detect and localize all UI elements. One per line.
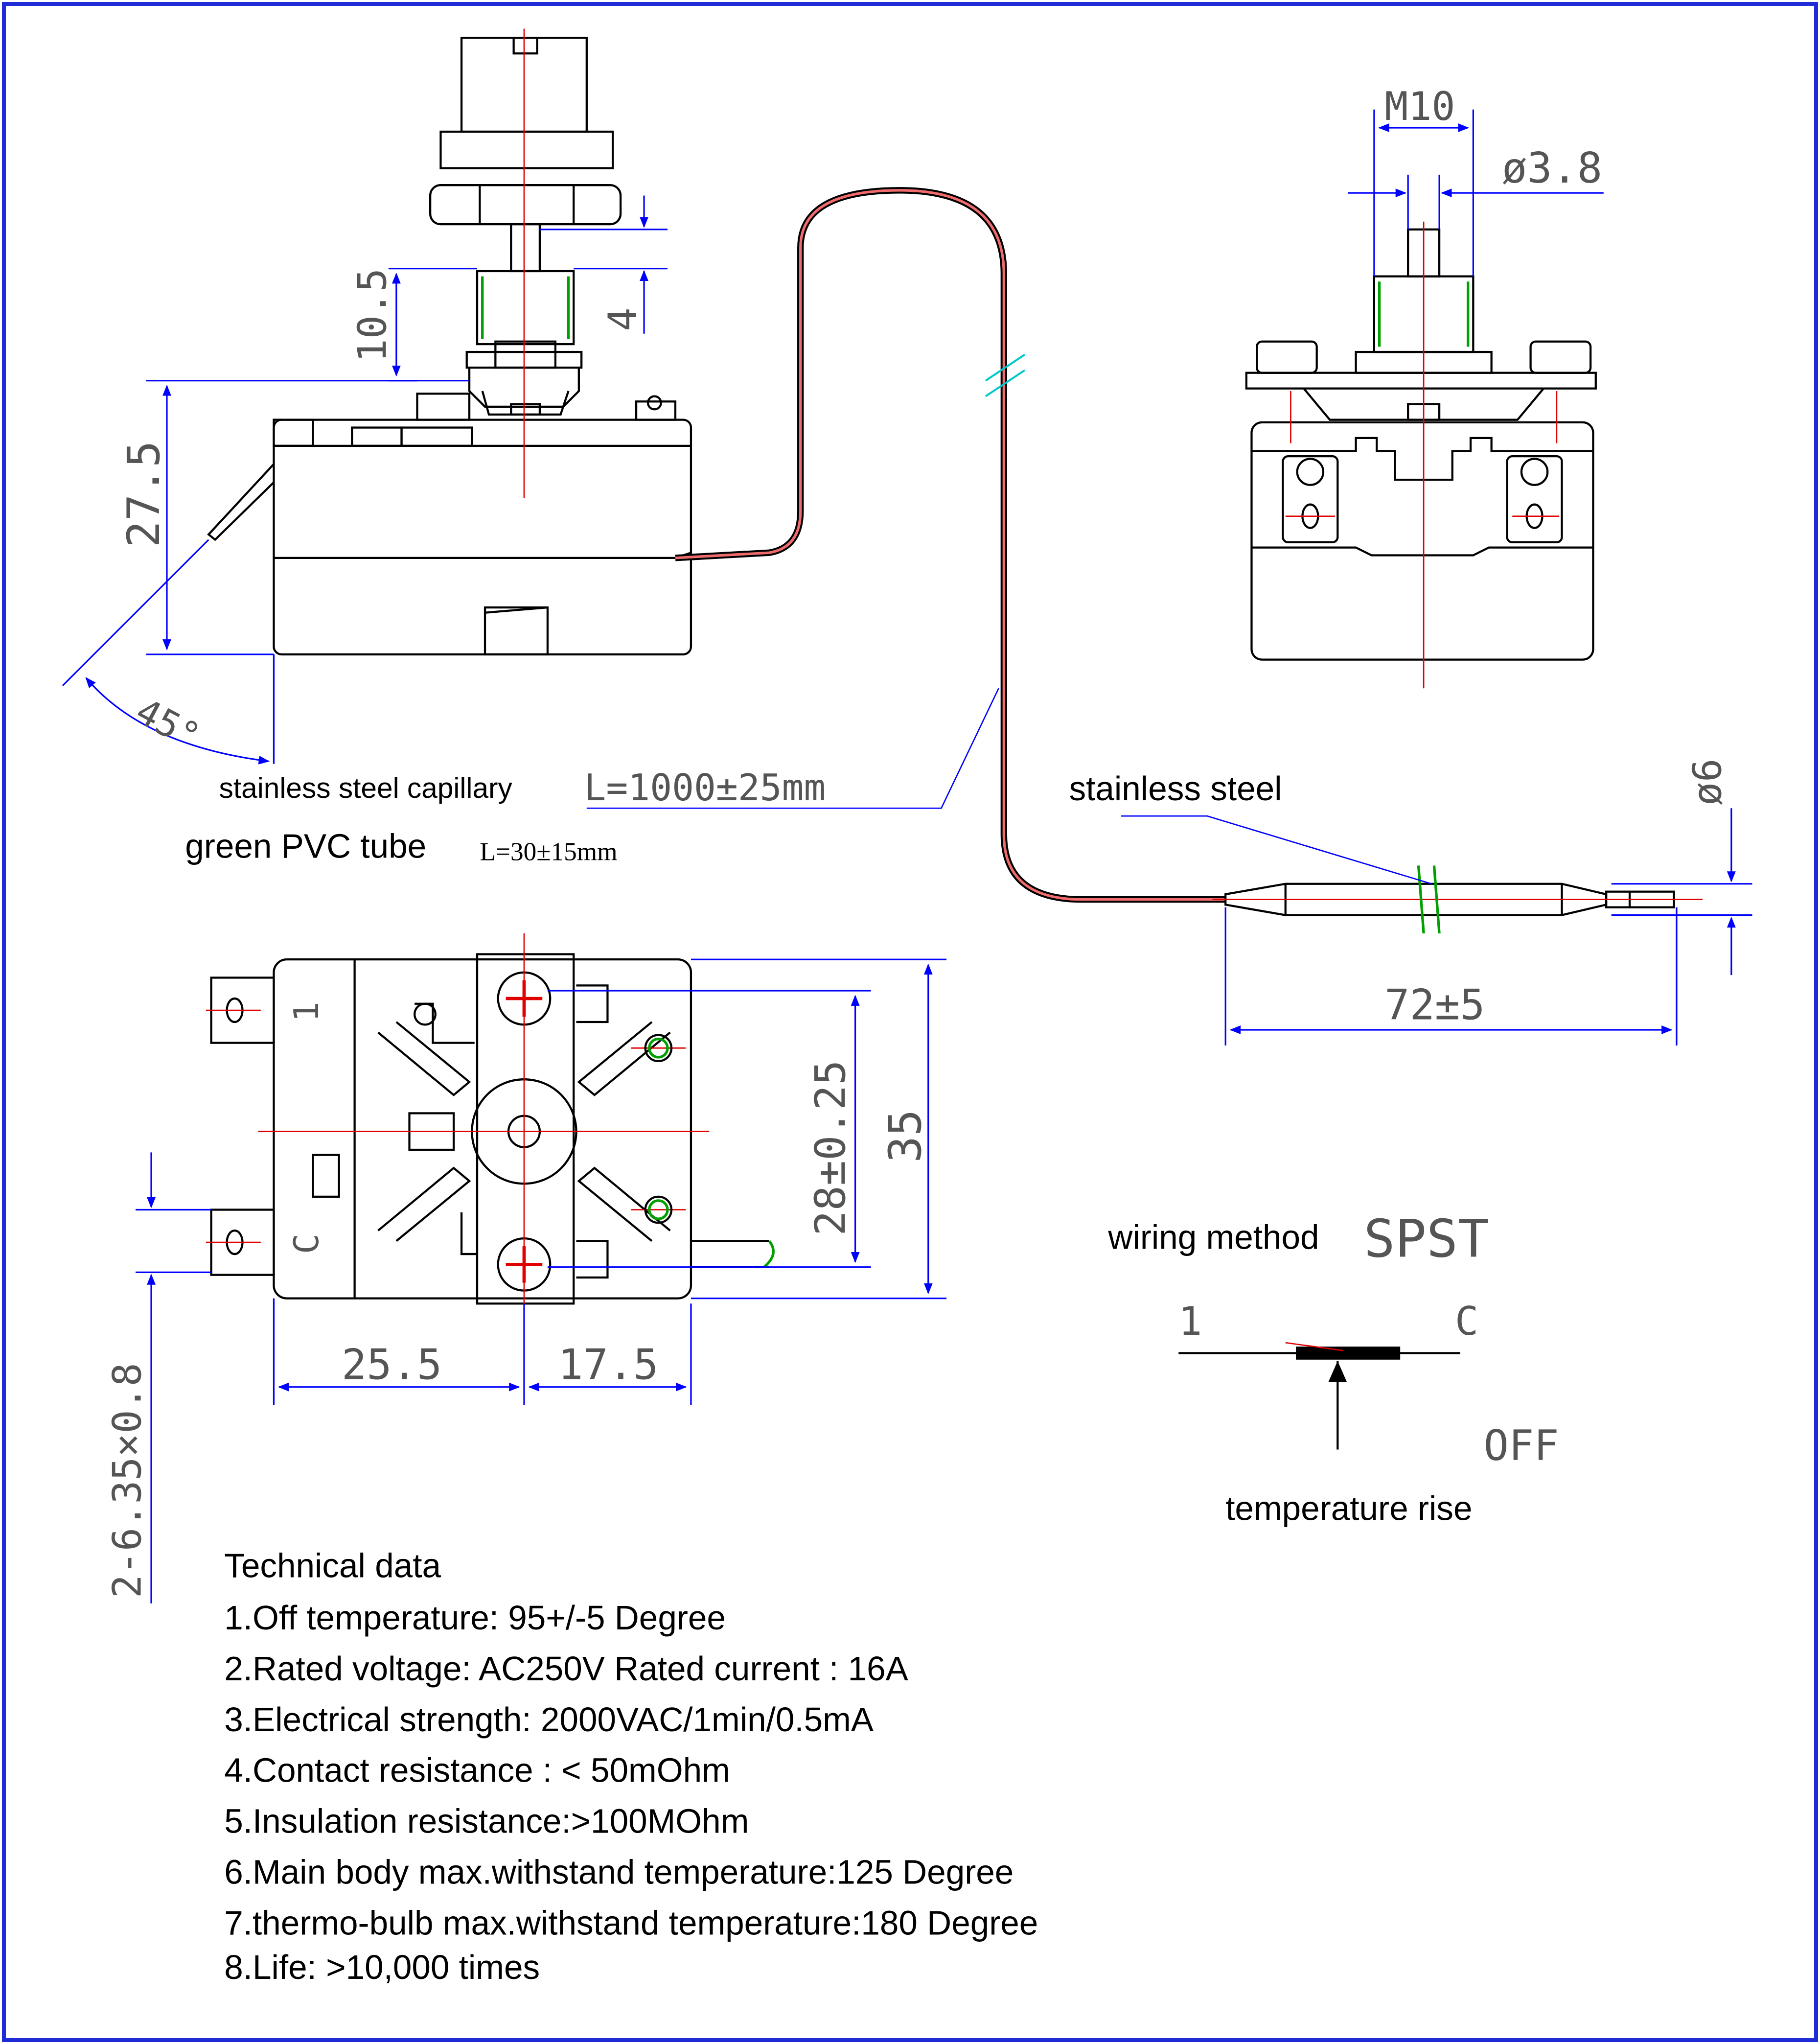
thread-size: M10 (1384, 84, 1455, 129)
capillary-label: stainless steel capillary (219, 772, 513, 804)
technical-item: 3.Electrical strength: 2000VAC/1min/0.5m… (224, 1700, 874, 1739)
pvc-tube-length: L=30±15mm (480, 837, 617, 866)
spst-symbol (1178, 1342, 1460, 1450)
terminal-size: 2-6.35×0.8 (105, 1363, 150, 1598)
end-view-body (1250, 421, 1594, 661)
side-view (207, 37, 692, 656)
technical-item: 2.Rated voltage: AC250V Rated current : … (224, 1649, 908, 1688)
wiring-pin-1: 1 (1178, 1299, 1202, 1344)
wiring-label: wiring method (1107, 1218, 1319, 1256)
wiring-type: SPST (1364, 1208, 1490, 1269)
dim-10-5: 10.5 (350, 268, 395, 362)
terminal-1-label: 1 (287, 1001, 326, 1022)
end-view (1245, 228, 1597, 661)
shaft-diameter: ø3.8 (1502, 144, 1602, 193)
technical-item: 8.Life: >10,000 times (224, 1948, 540, 1986)
bulb-diameter: ø6 (1685, 759, 1730, 806)
dim-28: 28±0.25 (806, 1060, 855, 1236)
wiring-state: OFF (1484, 1422, 1559, 1470)
top-view-body (273, 958, 692, 1300)
technical-item: 6.Main body max.withstand temperature:12… (224, 1853, 1014, 1891)
cut-mark (985, 353, 1026, 397)
knob-notch (512, 37, 538, 55)
technical-heading: Technical data (224, 1547, 441, 1585)
dim-35: 35 (880, 1110, 931, 1163)
wiring-pin-c: C (1455, 1299, 1478, 1344)
terminal-c-label: C (287, 1233, 326, 1254)
bulb-length: 72±5 (1384, 981, 1485, 1030)
shaft (510, 223, 541, 273)
technical-item: 4.Contact resistance : < 50mOhm (224, 1751, 730, 1789)
temperature-rise-label: temperature rise (1225, 1489, 1472, 1527)
dim-17-5: 17.5 (558, 1341, 658, 1390)
dim-25-5: 25.5 (342, 1341, 442, 1390)
technical-item: 7.thermo-bulb max.withstand temperature:… (224, 1904, 1038, 1942)
capillary-length: L=1000±25mm (584, 766, 826, 809)
angle-45: 45° (129, 690, 207, 758)
hex-nut (429, 184, 622, 226)
capillary-tube (675, 187, 1226, 903)
rivets (644, 1034, 673, 1224)
dim-27-5: 27.5 (118, 441, 170, 548)
pvc-tube-label: green PVC tube (185, 827, 426, 865)
knob-base (439, 130, 614, 169)
technical-item: 1.Off temperature: 95+/-5 Degree (224, 1599, 726, 1637)
bulb-material-label: stainless steel (1069, 769, 1282, 808)
thermostat-body (273, 418, 692, 656)
dim-4: 4 (600, 307, 645, 331)
technical-item: 5.Insulation resistance:>100MOhm (224, 1802, 749, 1840)
threaded-bushing (476, 270, 575, 346)
